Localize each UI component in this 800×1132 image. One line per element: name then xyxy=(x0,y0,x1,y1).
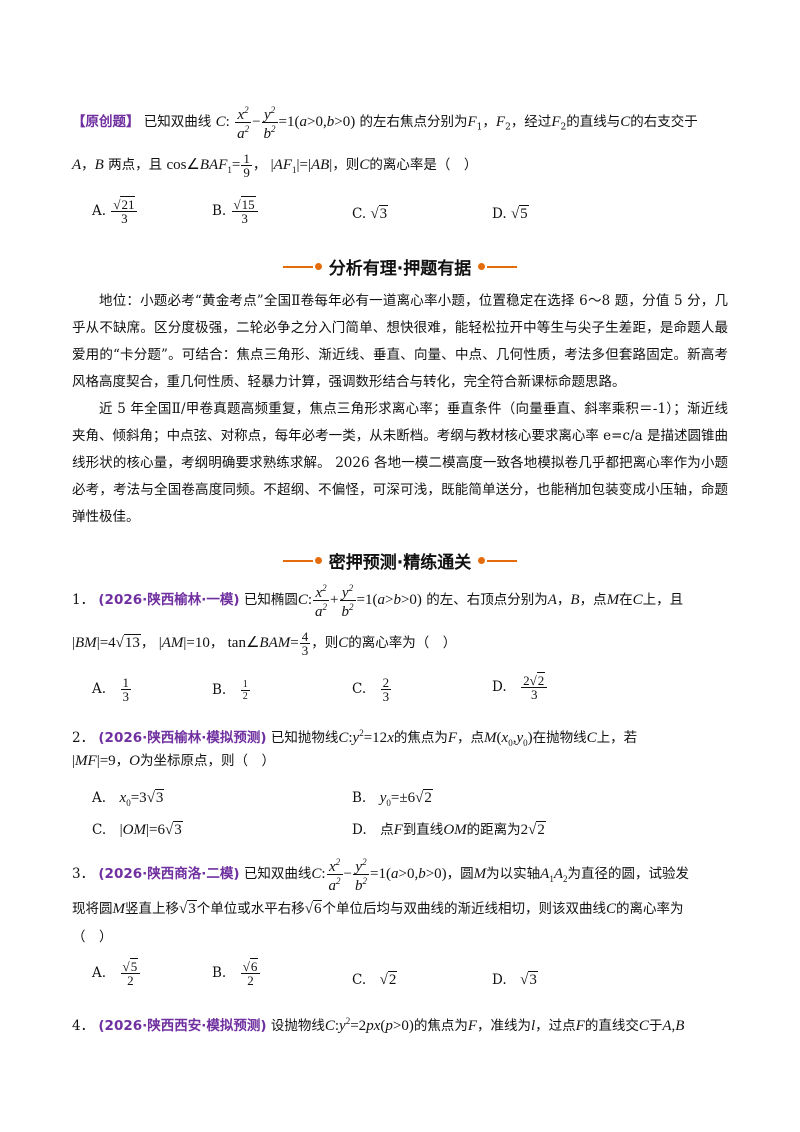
analysis-paragraph-1: 地位：小题必考“黄金考点”全国Ⅱ卷每年必有一道离心率小题，位置稳定在选择 6～8… xyxy=(72,293,728,390)
heading-line-right xyxy=(487,559,518,562)
question-2-line1: 2． (2026·陕西榆林·模拟预测) 已知抛物线C:y2=12x的焦点为F，点… xyxy=(72,728,638,748)
question-2-option-b[interactable]: B. y0=±6√2 xyxy=(352,789,433,808)
heading-dot-right xyxy=(478,557,486,564)
heading-line-left xyxy=(282,559,313,562)
question-3-line3: （ ） xyxy=(72,929,113,945)
section-title: 密押预测·精练通关 xyxy=(328,553,472,573)
heading-dot-left xyxy=(314,263,322,270)
section-title: 分析有理·押题有据 xyxy=(328,259,472,279)
heading-dot-right xyxy=(478,263,486,270)
heading-line-right xyxy=(487,265,518,268)
section-heading-analysis: 分析有理·押题有据 xyxy=(0,254,800,279)
question-source: (2026·陕西商洛·二模) xyxy=(98,866,240,882)
original-option-d[interactable]: D. √5 xyxy=(492,205,529,222)
heading-dot-left xyxy=(314,557,322,564)
original-option-c[interactable]: C. √3 xyxy=(352,205,389,222)
question-2-line2: |MF|=9，O为坐标原点，则（ ） xyxy=(72,753,275,769)
question-4-line1: 4． (2026·陕西西安·模拟预测) 设抛物线C:y2=2px(p>0)的焦点… xyxy=(72,1016,685,1034)
analysis-paragraph-2: 近 5 年全国Ⅱ/甲卷真题高频重复，焦点三角形求离心率；垂直条件（向量垂直、斜率… xyxy=(72,401,728,525)
original-tag: 【原创题】 xyxy=(72,114,140,130)
question-3-option-c[interactable]: C. √2 xyxy=(352,971,398,988)
question-number: 1． xyxy=(72,592,95,608)
question-2-option-a[interactable]: A. x0=3√3 xyxy=(92,789,165,808)
section-heading-prediction: 密押预测·精练通关 xyxy=(0,548,800,573)
question-2-option-d[interactable]: D. 点F到直线OM的距离为2√2 xyxy=(352,821,546,838)
question-source: (2026·陕西西安·模拟预测) xyxy=(98,1018,267,1034)
question-source: (2026·陕西榆林·一模) xyxy=(98,592,240,608)
question-3-line2: 现将圆M竖直上移√3个单位或水平右移√6个单位后均与双曲线的渐近线相切，则该双曲… xyxy=(72,900,684,917)
heading-line-left xyxy=(282,265,313,268)
question-source: (2026·陕西榆林·模拟预测) xyxy=(98,730,267,746)
question-3-option-d[interactable]: D. √3 xyxy=(492,971,538,988)
question-2-option-c[interactable]: C. |OM|=6√3 xyxy=(92,821,183,838)
